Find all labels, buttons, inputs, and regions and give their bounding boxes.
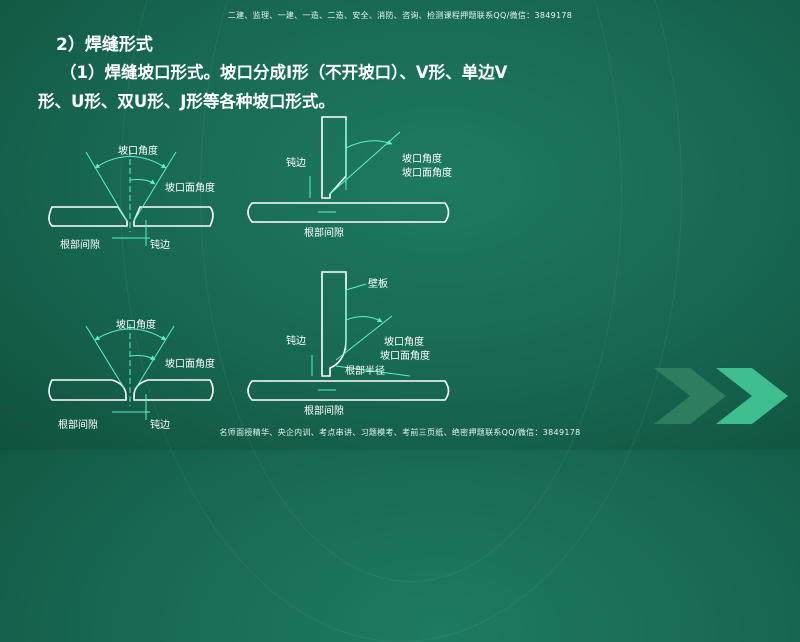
v-groove-diagram: 坡口角度 坡口面角度 根部间隙 钝边 — [48, 144, 215, 251]
v-groove-angle-arc — [94, 156, 167, 169]
v-groove-blunt-edge-label: 钝边 — [150, 238, 170, 251]
single-v-wall-plate — [321, 116, 347, 199]
j-groove-radius-leader — [335, 365, 411, 377]
j-groove-root-radius-label: 根部半径 — [345, 364, 385, 377]
j-groove-wall-leader — [345, 283, 367, 291]
section-title: 2）焊缝形式 — [56, 35, 153, 55]
v-groove-angle-left — [85, 151, 128, 222]
j-groove-face-angle-label: 坡口面角度 — [380, 349, 430, 362]
j-groove-angle-arc — [345, 316, 383, 323]
u-groove-right-plate — [133, 379, 214, 401]
u-groove-blunt-edge-label: 钝边 — [150, 418, 170, 431]
groove-diagrams: 坡口角度 坡口面角度 根部间隙 钝边 钝边 坡口角度 坡口面角度 根部间隙 坡口… — [48, 116, 788, 431]
bottom-watermark: 名师面授精华、央企内训、考点串讲、习题模考、考前三页纸、绝密押题联系QQ/微信：… — [219, 428, 581, 437]
single-v-root-gap-label: 根部间隙 — [304, 226, 344, 239]
u-groove-angle-left — [85, 325, 125, 389]
v-groove-root-gap-label: 根部间隙 — [60, 238, 100, 251]
v-groove-face-arc — [129, 179, 156, 185]
u-groove-face-angle-label: 坡口面角度 — [165, 357, 215, 370]
single-v-face-angle-label: 坡口面角度 — [402, 166, 452, 179]
chevron-right-icon — [716, 368, 788, 424]
chevron-left-icon — [654, 368, 726, 424]
v-groove-right-plate — [133, 206, 214, 227]
single-v-blunt-edge-label: 钝边 — [286, 156, 306, 169]
v-groove-left-plate — [48, 206, 128, 227]
decorative-chevrons — [654, 368, 788, 424]
j-groove-blunt-edge-label: 钝边 — [286, 334, 306, 347]
v-groove-face-angle-label: 坡口面角度 — [165, 181, 215, 194]
v-groove-angle-right — [133, 151, 177, 222]
paragraph-line-2: 形、U形、双U形、J形等各种坡口形式。 — [38, 92, 335, 111]
paragraph: （1）焊缝坡口形式。坡口分成I形（不开坡口）、V形、单边V 形、U形、双U形、J… — [38, 58, 578, 116]
j-groove-wall-plate — [321, 271, 347, 377]
j-groove-angle-line — [335, 315, 393, 361]
u-groove-angle-right — [135, 325, 175, 389]
j-groove-base-plate — [247, 380, 450, 401]
paragraph-line-1: （1）焊缝坡口形式。坡口分成I形（不开坡口）、V形、单边V — [60, 63, 508, 82]
j-groove-wall-plate-label: 壁板 — [368, 277, 388, 290]
u-groove-diagram: 坡口角度 坡口面角度 根部间隙 钝边 — [48, 318, 215, 431]
v-groove-bevel-angle-label: 坡口角度 — [118, 144, 158, 157]
single-v-angle-arc — [345, 140, 393, 149]
j-groove-root-gap-label: 根部间隙 — [304, 404, 344, 417]
j-groove-diagram: 壁板 钝边 坡口角度 坡口面角度 根部半径 根部间隙 — [247, 271, 450, 417]
u-groove-left-plate — [48, 379, 127, 401]
top-watermark: 二建、监理、一建、一造、二造、安全、消防、咨询、检测课程押题联系QQ/微信：38… — [227, 11, 573, 20]
u-groove-bevel-angle-label: 坡口角度 — [116, 318, 156, 331]
u-groove-root-gap-label: 根部间隙 — [58, 418, 98, 431]
j-groove-bevel-angle-label: 坡口角度 — [384, 335, 424, 348]
u-groove-angle-arc — [94, 328, 167, 341]
single-v-diagram: 钝边 坡口角度 坡口面角度 根部间隙 — [247, 116, 452, 239]
single-v-base-plate — [247, 202, 450, 223]
u-groove-face-arc — [129, 355, 156, 361]
single-v-bevel-angle-label: 坡口角度 — [402, 152, 442, 165]
